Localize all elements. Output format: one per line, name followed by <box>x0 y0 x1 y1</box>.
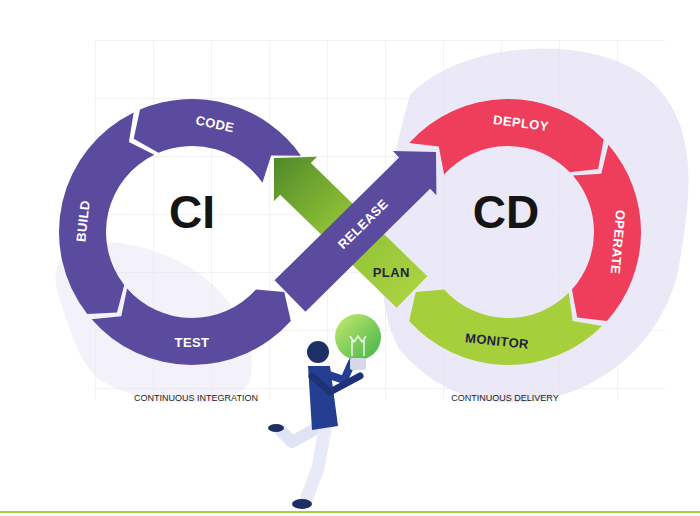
shape-outline <box>569 142 643 323</box>
arrow-shape <box>274 157 427 308</box>
person-shoe <box>268 424 284 432</box>
shape-outline <box>89 286 293 367</box>
ground-line <box>0 511 700 513</box>
shape-outline <box>407 97 606 177</box>
shape-outline <box>131 96 303 184</box>
cd-stage-segment: DEPLOY <box>407 97 606 177</box>
label-holder: PLAN <box>373 265 410 278</box>
cd-stage-segment: OPERATE <box>569 142 643 323</box>
person-shoe <box>292 499 312 509</box>
arc-shape <box>92 288 291 365</box>
cd-stage-segment: MONITOR <box>407 287 604 367</box>
person-arm <box>312 376 360 392</box>
arc-shape <box>572 145 641 321</box>
loop-caption: CONTINUOUS INTEGRATION <box>134 394 258 403</box>
loop-title: CD <box>473 189 539 235</box>
ci-stage-segment: TEST <box>89 286 293 367</box>
bulb-filament <box>350 336 366 356</box>
loop-caption: CONTINUOUS DELIVERY <box>451 394 558 403</box>
shape-outline <box>407 287 604 367</box>
shape-outline <box>56 110 156 316</box>
grid <box>95 40 665 400</box>
bulb-base <box>350 358 366 370</box>
arrow-shape <box>275 151 437 312</box>
arc-shape <box>59 112 154 313</box>
ci-stage-segment: CODE <box>131 96 303 184</box>
label-holder: BUILD <box>74 199 91 242</box>
light-bulb <box>335 314 381 360</box>
release-arrow: RELEASE <box>272 148 438 313</box>
stage-label: BUILD <box>74 199 91 242</box>
person-head <box>307 341 329 363</box>
arc-shape <box>409 290 602 365</box>
person-illustration <box>268 314 381 509</box>
stage-label: PLAN <box>373 265 410 278</box>
label-holder: TEST <box>175 336 210 349</box>
loop-title: CI <box>169 189 215 235</box>
ci-stage-segment: BUILD <box>56 110 156 316</box>
stage-label: TEST <box>175 336 210 349</box>
arc-shape <box>409 99 604 174</box>
person-leg <box>306 424 326 500</box>
person-arm <box>326 362 352 380</box>
